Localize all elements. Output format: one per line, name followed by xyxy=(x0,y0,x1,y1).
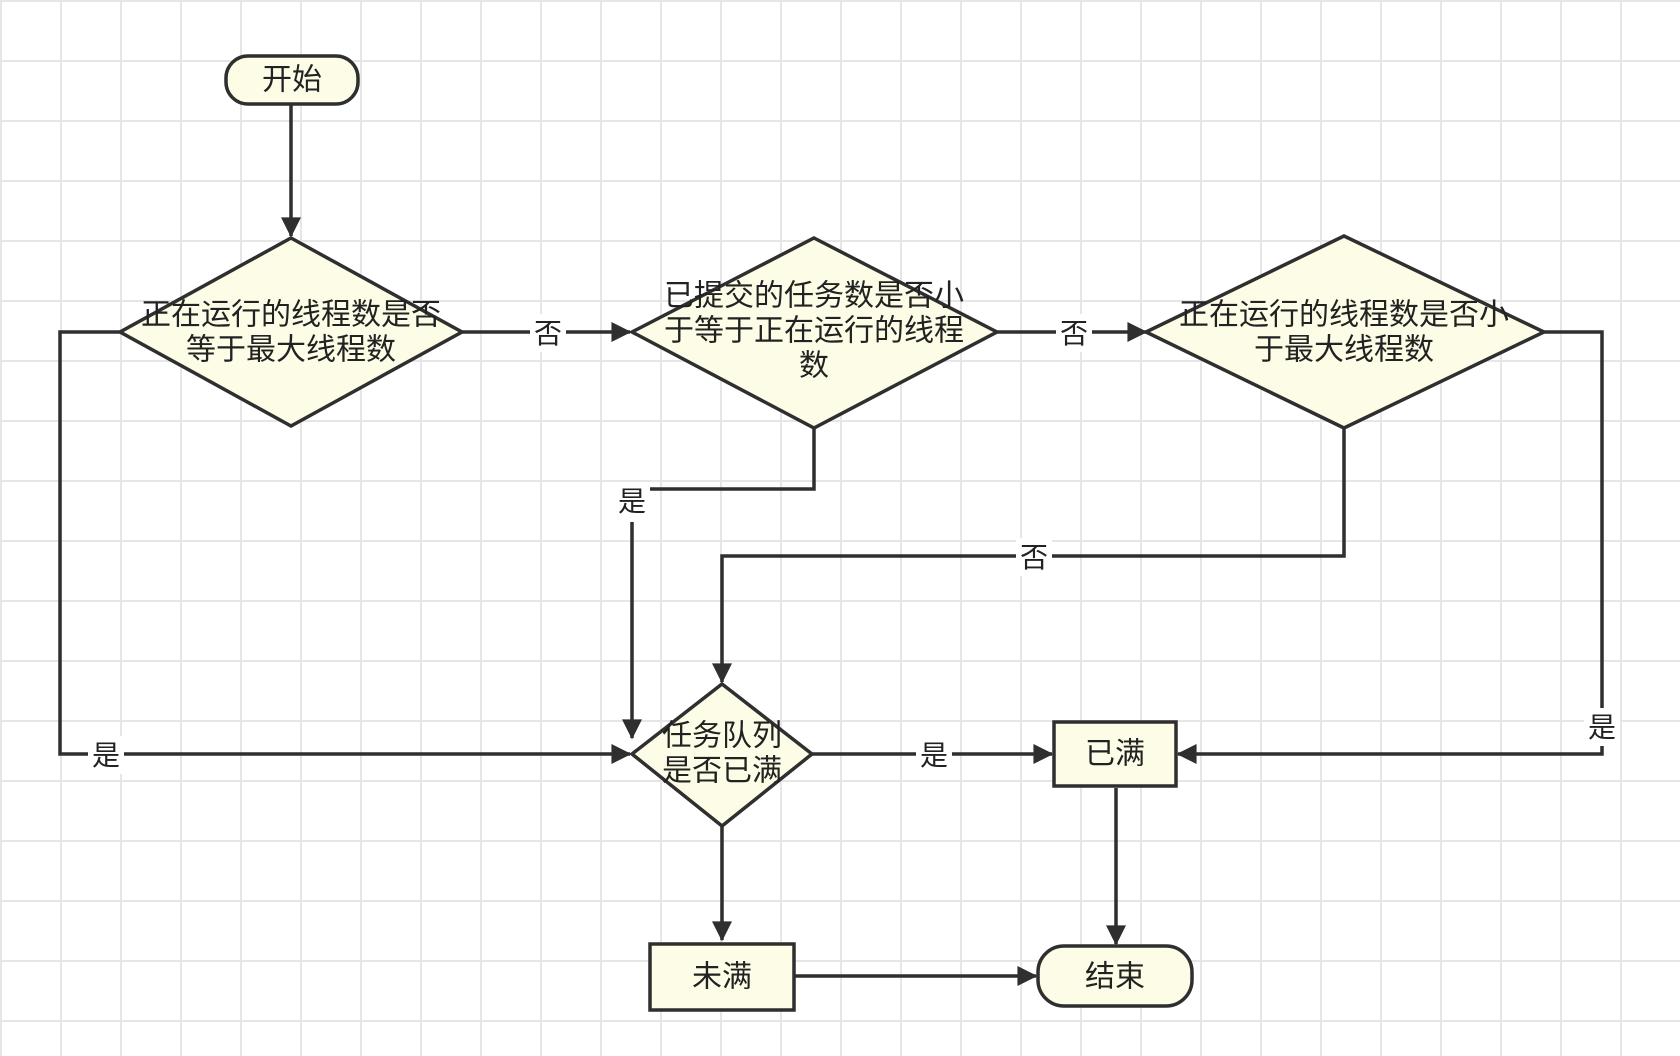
node-decision-queue-full[interactable]: 任务队列 是否已满 xyxy=(629,681,815,829)
edge-d2-to-d4 xyxy=(622,428,816,740)
svg-text:是: 是 xyxy=(618,485,646,518)
svg-text:否: 否 xyxy=(1020,541,1048,574)
node-full[interactable]: 已满 xyxy=(1052,720,1178,788)
svg-text:于等于正在运行的线程: 于等于正在运行的线程 xyxy=(664,314,964,349)
node-decision-max-threads-equal[interactable]: 正在运行的线程数是否 等于最大线程数 xyxy=(116,236,466,428)
svg-text:已满: 已满 xyxy=(1085,737,1145,772)
node-end[interactable]: 结束 xyxy=(1036,944,1194,1008)
edge-label-d1-yes: 是 xyxy=(88,736,124,774)
svg-text:等于最大线程数: 等于最大线程数 xyxy=(186,333,396,368)
node-decision-running-less-than-max[interactable]: 正在运行的线程数是否小 于最大线程数 xyxy=(1141,234,1549,430)
edge-label-d1-no: 否 xyxy=(530,314,566,352)
edge-label-d2-yes: 是 xyxy=(614,484,650,522)
edge-label-d2-no: 否 xyxy=(1056,314,1092,352)
edge-label-d3-no: 否 xyxy=(1016,538,1052,576)
edge-d3-to-full xyxy=(1176,330,1604,764)
svg-text:是: 是 xyxy=(92,739,120,772)
svg-text:正在运行的线程数是否小: 正在运行的线程数是否小 xyxy=(1179,298,1509,333)
edge-label-d3-yes: 是 xyxy=(1584,708,1620,746)
svg-text:未满: 未满 xyxy=(692,960,752,995)
svg-text:否: 否 xyxy=(534,317,562,350)
svg-text:任务队列: 任务队列 xyxy=(662,719,782,754)
node-not-full[interactable]: 未满 xyxy=(648,942,796,1012)
svg-text:结束: 结束 xyxy=(1085,960,1145,995)
svg-text:是否已满: 是否已满 xyxy=(662,754,782,789)
edge-d1-to-d4 xyxy=(58,330,632,764)
svg-text:开始: 开始 xyxy=(262,63,322,98)
svg-text:于最大线程数: 于最大线程数 xyxy=(1254,333,1434,368)
svg-text:正在运行的线程数是否: 正在运行的线程数是否 xyxy=(141,298,441,333)
edge-label-d4-yes: 是 xyxy=(916,736,952,774)
svg-text:已提交的任务数是否小: 已提交的任务数是否小 xyxy=(664,279,964,314)
svg-text:数: 数 xyxy=(799,349,829,384)
svg-text:是: 是 xyxy=(1588,711,1616,744)
node-decision-submitted-tasks[interactable]: 已提交的任务数是否小 于等于正在运行的线程 数 xyxy=(628,236,1001,430)
svg-text:否: 否 xyxy=(1060,317,1088,350)
svg-text:是: 是 xyxy=(920,739,948,772)
node-start[interactable]: 开始 xyxy=(224,54,360,106)
